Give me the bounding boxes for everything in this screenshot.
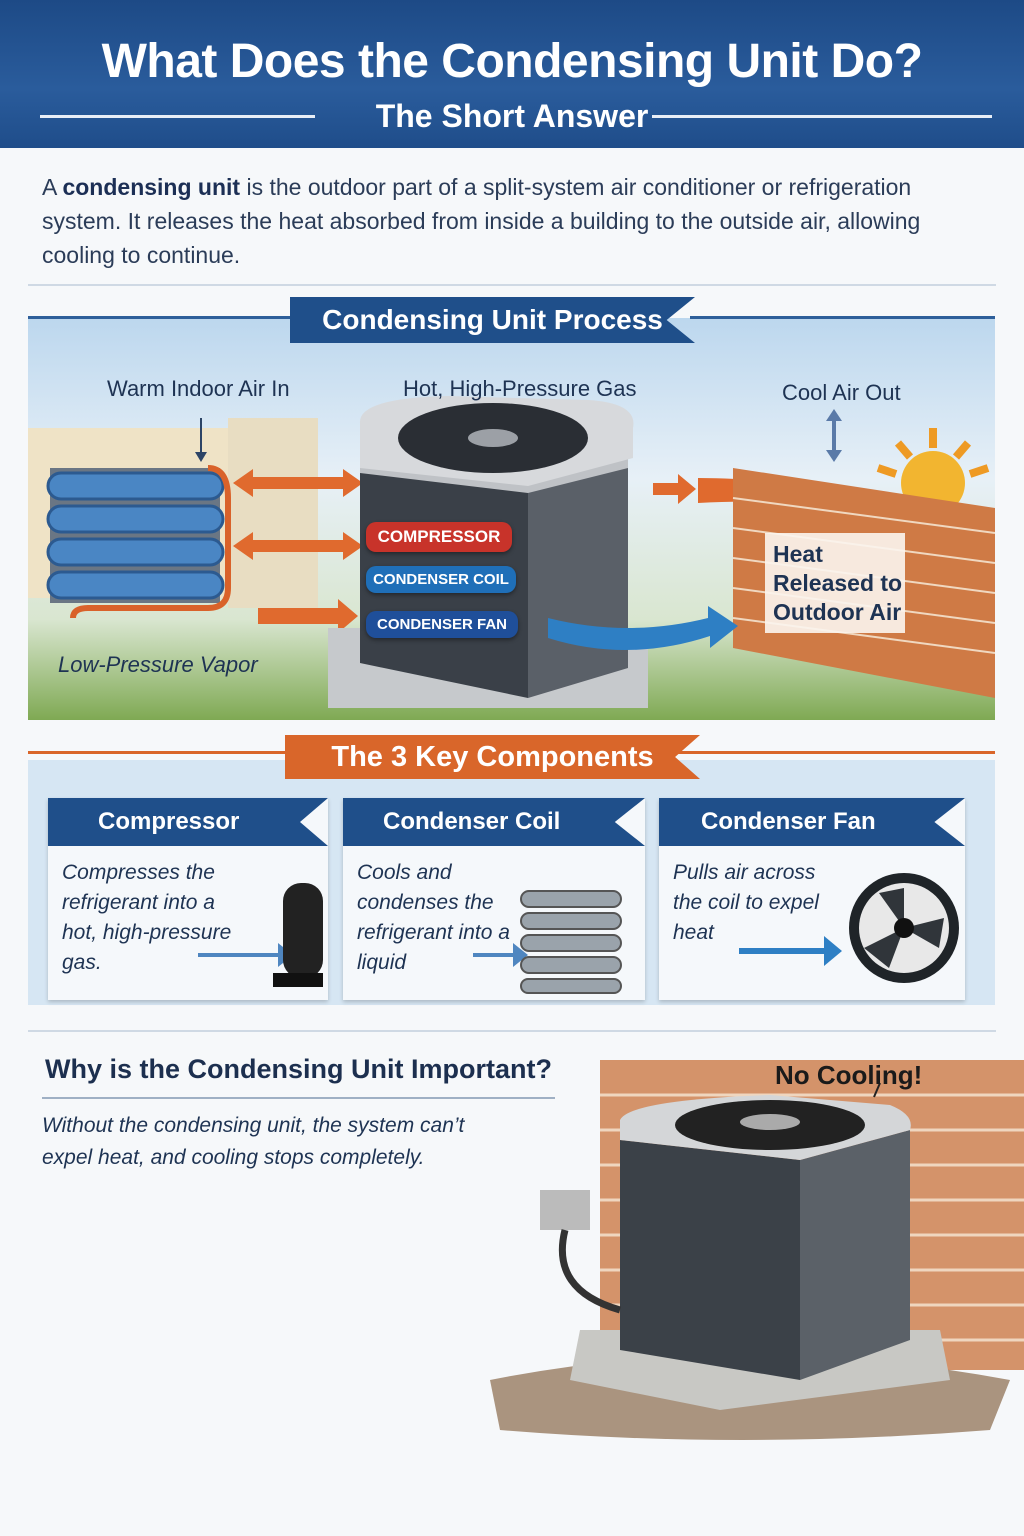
compressor-icon xyxy=(198,883,323,987)
coil-icon xyxy=(473,890,622,994)
page-subtitle: The Short Answer xyxy=(375,98,649,134)
intro-paragraph: A condensing unit is the outdoor part of… xyxy=(42,170,962,272)
tag-condenser-coil: CONDENSER COIL xyxy=(366,566,516,593)
card-title: Compressor xyxy=(48,798,328,846)
page-title: What Does the Condensing Unit Do? xyxy=(101,35,923,88)
component-card-condenser-fan: Condenser Fan Pulls air across the coil … xyxy=(659,798,965,1000)
card-text: Compresses the refrigerant into a hot, h… xyxy=(62,861,232,974)
subtitle-rule-right xyxy=(652,115,992,118)
banner-rule xyxy=(28,316,290,319)
why-heading: Why is the Condensing Unit Important? xyxy=(45,1054,552,1084)
card-text: Cools and condenses the refrigerant into… xyxy=(357,861,510,974)
label-low-pressure-vapor: Low-Pressure Vapor xyxy=(58,652,258,677)
condensing-unit-icon xyxy=(328,396,648,708)
process-diagram xyxy=(28,396,995,708)
disconnect-box xyxy=(540,1190,590,1230)
card-title: Condenser Fan xyxy=(659,798,965,846)
intro-term: condensing unit xyxy=(62,174,241,200)
label-hot-gas: Hot, High-Pressure Gas xyxy=(403,376,637,401)
why-text: Without the condensing unit, the system … xyxy=(42,1114,465,1169)
subtitle-rule-left xyxy=(40,115,315,118)
components-title: The 3 Key Components xyxy=(285,735,700,779)
intro-post: is the outdoor part of a split-system ai… xyxy=(42,174,921,268)
header-banner xyxy=(0,0,1024,148)
component-card-condenser-coil: Condenser Coil Cools and condenses the r… xyxy=(343,798,645,1000)
evaporator-coil-icon xyxy=(46,465,231,619)
intro-pre: A xyxy=(42,174,63,200)
no-cooling-callout: No Cooling! xyxy=(775,1060,923,1090)
label-warm-indoor-air: Warm Indoor Air In xyxy=(107,376,290,401)
cool-air-arrow xyxy=(548,606,738,651)
card-title: Condenser Coil xyxy=(343,798,645,846)
process-illustration xyxy=(28,318,995,720)
label-heat-released: Heat Released to Outdoor Air xyxy=(773,541,903,625)
tag-compressor: COMPRESSOR xyxy=(366,522,512,552)
outdoor-unit-illustration xyxy=(490,1060,1024,1440)
component-card-compressor: Compressor Compresses the refrigerant in… xyxy=(48,798,328,1000)
label-cool-air-out: Cool Air Out xyxy=(782,380,901,405)
divider xyxy=(28,1030,996,1032)
divider xyxy=(28,284,996,286)
banner-rule xyxy=(690,316,995,319)
card-text: Pulls air across the coil to expel heat xyxy=(673,861,819,944)
process-title: Condensing Unit Process xyxy=(290,297,695,343)
why-underline xyxy=(42,1097,555,1099)
tag-condenser-fan: CONDENSER FAN xyxy=(366,611,518,638)
fan-icon xyxy=(739,873,959,983)
